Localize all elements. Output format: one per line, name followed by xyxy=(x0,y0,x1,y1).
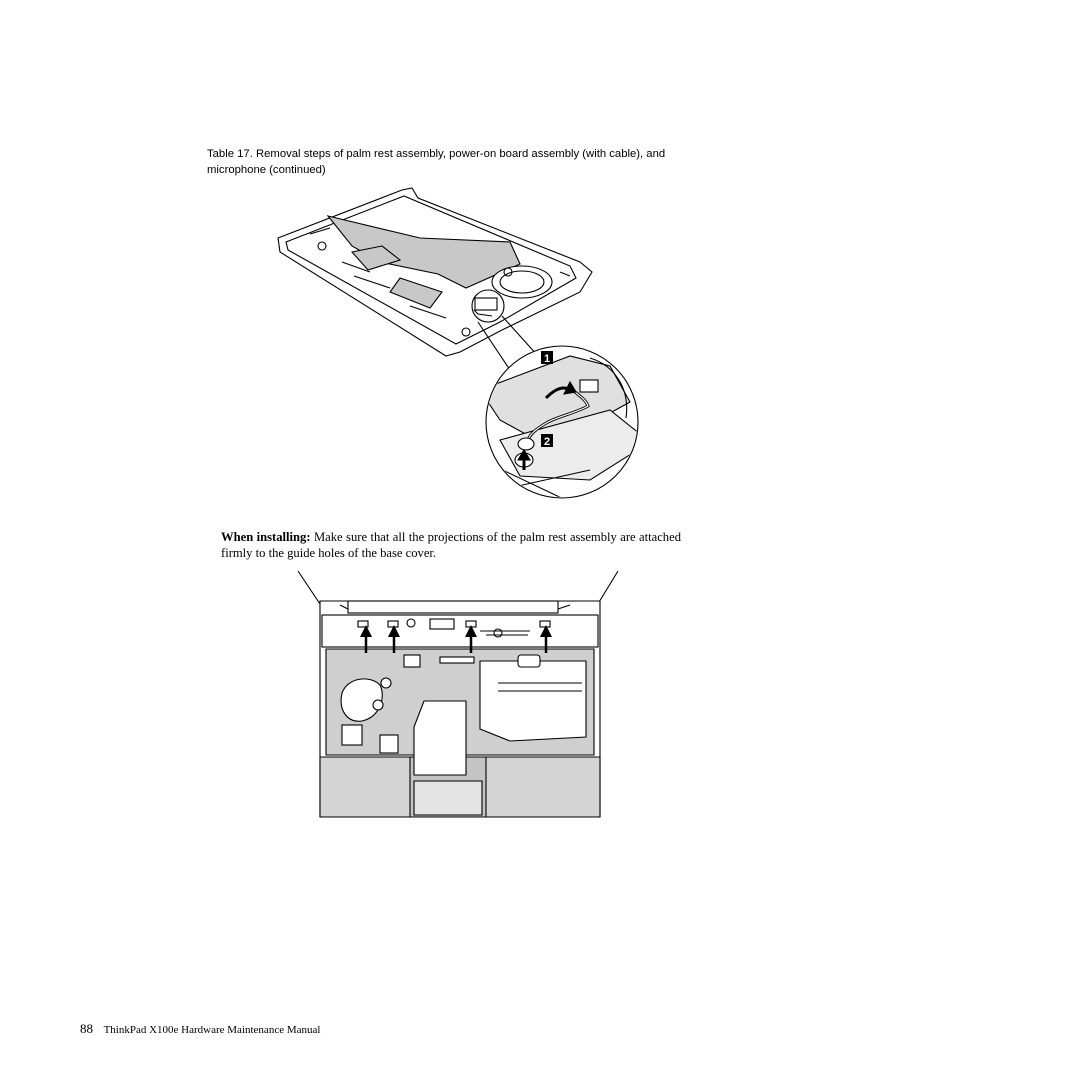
base-cover-figure xyxy=(297,570,619,818)
callout-2: 2 xyxy=(541,434,553,448)
page-number: 88 xyxy=(80,1021,93,1036)
manual-title: ThinkPad X100e Hardware Maintenance Manu… xyxy=(103,1024,321,1036)
palm-rest-removal-figure: 1 2 xyxy=(277,187,639,499)
callout-2-label: 2 xyxy=(544,436,550,448)
install-note-text: Make sure that all the projections of th… xyxy=(221,530,681,560)
page-footer: 88 ThinkPad X100e Hardware Maintenance M… xyxy=(80,1021,320,1037)
caption-line-1: Table 17. Removal steps of palm rest ass… xyxy=(207,148,666,160)
callout-1-label: 1 xyxy=(544,353,550,365)
caption-line-2: microphone (continued) xyxy=(207,164,326,176)
install-note-label: When installing: xyxy=(221,530,311,544)
callout-1: 1 xyxy=(541,351,553,365)
table-caption: Table 17. Removal steps of palm rest ass… xyxy=(207,146,697,178)
installation-note: When installing: Make sure that all the … xyxy=(221,529,681,561)
